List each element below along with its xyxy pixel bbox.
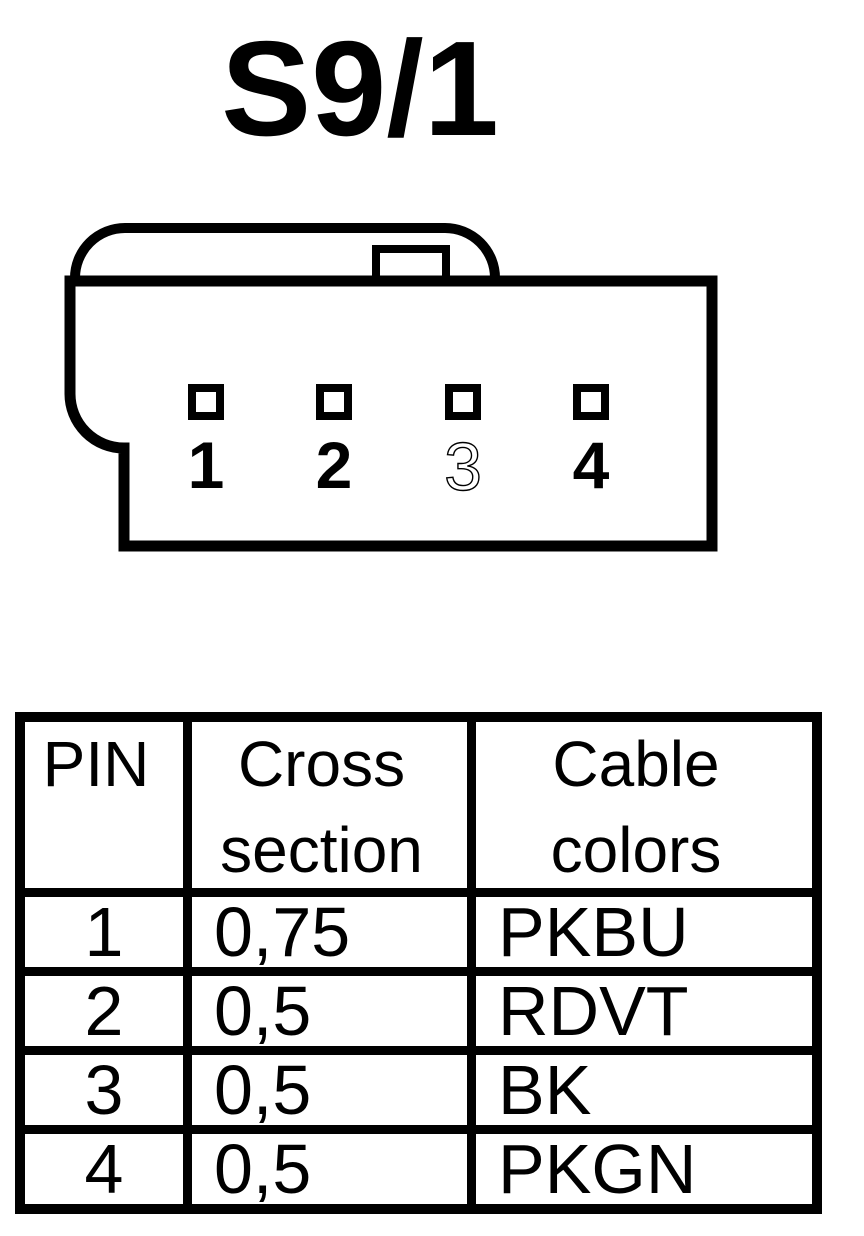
pin-table: PIN Cross section Cable colors 1 0,75 PK… — [15, 712, 822, 1214]
pin-table-header-row: PIN Cross section Cable colors — [25, 722, 812, 888]
table-row: 4 0,5 PKGN — [25, 1125, 812, 1204]
row-cable-colors: RDVT — [467, 976, 812, 1046]
row-cross-section: 0,75 — [183, 897, 467, 967]
pin-4-label: 4 — [573, 428, 610, 502]
table-row: 3 0,5 BK — [25, 1046, 812, 1125]
header-cable-colors: Cable colors — [467, 722, 812, 888]
pin-2-label: 2 — [316, 428, 353, 502]
header-cross-section: Cross section — [183, 722, 467, 888]
row-cross-section: 0,5 — [183, 976, 467, 1046]
pin-2-cavity — [316, 384, 352, 420]
connector-diagram: 1 2 3 4 — [64, 223, 718, 552]
pin-4-cavity — [573, 384, 609, 420]
row-cable-colors: PKGN — [467, 1134, 812, 1204]
connector-title: S9/1 — [221, 13, 499, 164]
row-pin: 3 — [84, 1051, 124, 1129]
pin-3-label: 3 — [444, 429, 482, 505]
table-row: 1 0,75 PKBU — [25, 888, 812, 967]
row-cross-section: 0,5 — [183, 1055, 467, 1125]
connector-housing — [64, 275, 718, 552]
row-pin: 4 — [84, 1130, 124, 1208]
header-pin: PIN — [42, 728, 150, 800]
pin-1-cavity — [188, 384, 224, 420]
pin-1-label: 1 — [188, 428, 225, 502]
row-cross-section: 0,5 — [183, 1134, 467, 1204]
row-cable-colors: BK — [467, 1055, 812, 1125]
row-cable-colors: PKBU — [467, 897, 812, 967]
row-pin: 2 — [84, 972, 124, 1050]
table-row: 2 0,5 RDVT — [25, 967, 812, 1046]
pin-3-cavity — [445, 384, 481, 420]
row-pin: 1 — [84, 893, 124, 971]
